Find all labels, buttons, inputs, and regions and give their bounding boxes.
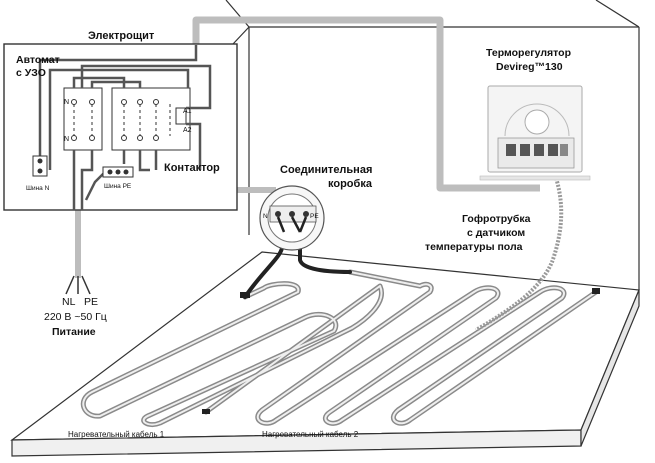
junction-label-line2: коробка (328, 178, 373, 190)
supply-title: Питание (52, 326, 96, 338)
contactor (111, 87, 191, 151)
contactor-label: Контактор (164, 162, 220, 174)
breaker-label-line1: Автомат (16, 54, 60, 66)
supply-wires (65, 275, 91, 295)
floor-slab (10, 251, 640, 457)
junction-pin-pe: PE (310, 213, 319, 220)
sensor-label-line1: Гофротрубка (462, 213, 531, 225)
sensor-label-line2: с датчиком (467, 227, 525, 239)
thermostat-label-line2: Devireg™130 (496, 61, 563, 73)
supply-voltage: 220 В ~50 Гц (44, 311, 107, 323)
conduit-panel-thermostat (192, 16, 540, 192)
sensor-conduit (474, 177, 564, 332)
breaker-label-line2: с УЗО (16, 67, 46, 79)
pin-n-bottom: N (64, 136, 69, 143)
panel-wiring (38, 45, 212, 210)
pe-bus (102, 166, 134, 178)
cable-1-tail (202, 409, 210, 414)
sensor-label-line3: температуры пола (425, 241, 523, 253)
panel-title: Электрощит (88, 30, 155, 42)
thermostat-label-line1: Терморегулятор (486, 47, 571, 59)
supply-pe: PE (84, 296, 98, 308)
pe-bus-label: Шина PE (104, 183, 132, 190)
junction-label-line1: Соединительная (280, 164, 372, 176)
supply-nl: NL (62, 296, 76, 308)
cable-2-label: Нагревательный кабель 2 (262, 430, 359, 439)
rcd-breaker (63, 87, 103, 151)
cable-1-end (240, 292, 250, 298)
thermostat (479, 85, 591, 181)
n-bus-label: Шина N (26, 185, 50, 192)
pin-a1: A1 (183, 108, 192, 115)
pin-n-top: N (64, 99, 69, 106)
junction-pin-n: N (263, 213, 268, 220)
cable-1-label: Нагревательный кабель 1 (68, 430, 165, 439)
pin-a2: A2 (183, 127, 192, 134)
cable-2-tail (592, 288, 600, 294)
n-bus (32, 155, 48, 177)
junction-box (259, 185, 325, 251)
